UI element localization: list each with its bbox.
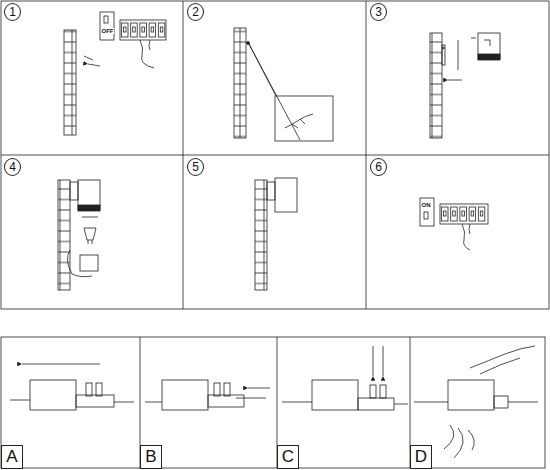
breaker-cell (469, 207, 476, 221)
breaker-toggle (151, 27, 154, 32)
panel-letter-box: D (410, 445, 432, 469)
panel-letter: C (282, 447, 294, 467)
panel-letter-box: C (277, 445, 299, 469)
switch-state-label: OFF (102, 28, 114, 34)
breaker-cell (478, 207, 485, 221)
breaker-cell (122, 23, 129, 37)
step-number-circle: 4 (4, 158, 21, 176)
step-number-circle: 3 (370, 3, 387, 21)
panel-letter: B (145, 447, 156, 467)
breaker-cell (451, 207, 458, 221)
panel-letter-box: B (140, 445, 162, 469)
step-number-circle: 2 (187, 3, 204, 21)
breaker-toggle (142, 27, 145, 32)
step-number-circle: 6 (370, 158, 387, 176)
breaker-toggle (480, 211, 483, 216)
breaker-toggle (444, 211, 447, 216)
step-number-circle: 5 (187, 158, 204, 176)
breaker-cell (149, 23, 156, 37)
breaker-toggle (133, 27, 136, 32)
step-number: 6 (375, 160, 382, 174)
step-number: 1 (9, 5, 16, 19)
breaker-toggle (453, 211, 456, 216)
breaker-cell (460, 207, 467, 221)
step-number: 2 (192, 5, 199, 19)
breaker-toggle (471, 211, 474, 216)
breaker-toggle (124, 27, 127, 32)
breaker-cell (131, 23, 138, 37)
step-number: 5 (192, 160, 199, 174)
breaker-toggle (462, 211, 465, 216)
panel-letter: A (6, 447, 17, 467)
panel-letter-box: A (1, 445, 23, 469)
breaker-cell (442, 207, 449, 221)
switch-state-label: ON (422, 202, 431, 208)
step-number-circle: 1 (4, 3, 21, 21)
step-number: 4 (9, 160, 16, 174)
breaker-cell (158, 23, 165, 37)
panel-letter: D (415, 447, 427, 467)
step-number: 3 (375, 5, 382, 19)
breaker-toggle (160, 27, 163, 32)
breaker-cell (140, 23, 147, 37)
